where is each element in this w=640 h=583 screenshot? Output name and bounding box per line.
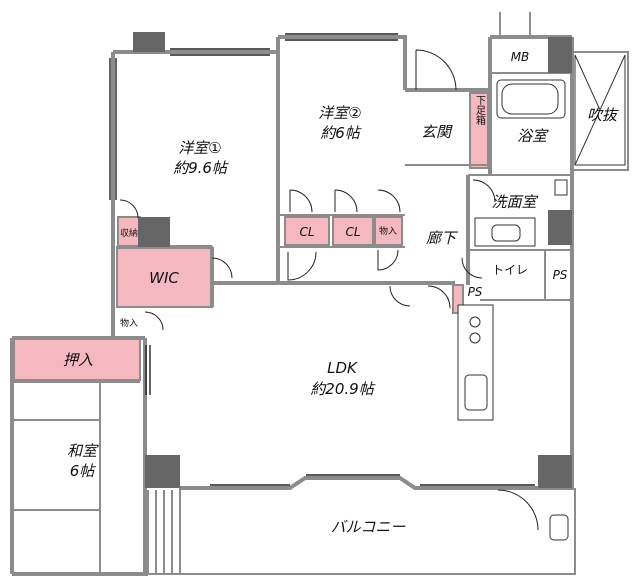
ldk-size-label: 約20.9帖 [310, 380, 375, 398]
closet-1-label: CL [299, 225, 314, 239]
western2-name-label: 洋室② [318, 104, 361, 122]
balcony-label: バルコニー [331, 518, 407, 536]
hallway-label: 廊下 [426, 229, 459, 247]
wic-area [116, 246, 213, 308]
washroom-label: 洗面室 [491, 193, 538, 211]
western1-size-label: 約9.6帖 [173, 159, 229, 177]
storage-side-label: 収納 [120, 227, 138, 239]
storage-small-1-label: 物入 [379, 225, 397, 237]
washitsu-size-label: 6帖 [70, 462, 97, 480]
walls [10, 35, 629, 576]
doors [119, 12, 539, 531]
entrance-label: 玄関 [421, 123, 453, 141]
pipe-space-1-label: PS [553, 268, 568, 282]
room-labels: 洋室① 約9.6帖 洋室② 約6帖 玄関 下足箱 浴室 吹抜 MB 洗面室 廊下… [63, 50, 619, 536]
meter-box-label: MB [511, 50, 530, 64]
closet-2-area [332, 216, 374, 246]
ldk-name-label: LDK [327, 359, 358, 377]
closet-1-area [284, 216, 330, 246]
bath-label: 浴室 [517, 127, 549, 145]
storage-small-2-label: 物入 [120, 317, 138, 329]
void-label: 吹抜 [587, 106, 619, 124]
toilet-label: トイレ [492, 263, 528, 277]
fixtures [147, 54, 626, 574]
oshiire-area [13, 337, 141, 381]
storage-small-1-area [374, 216, 403, 246]
windows [109, 33, 535, 486]
wic-label: WIC [149, 269, 179, 287]
shoe-box-label: 下足箱 [474, 95, 486, 126]
closet-2-label: CL [345, 225, 360, 239]
oshiire-label: 押入 [63, 351, 93, 369]
pillars [133, 32, 572, 488]
western1-name-label: 洋室① [178, 139, 221, 157]
western2-size-label: 約6帖 [320, 124, 362, 142]
washitsu-name-label: 和室 [67, 442, 99, 460]
pipe-space-2-label: PS [468, 285, 483, 299]
